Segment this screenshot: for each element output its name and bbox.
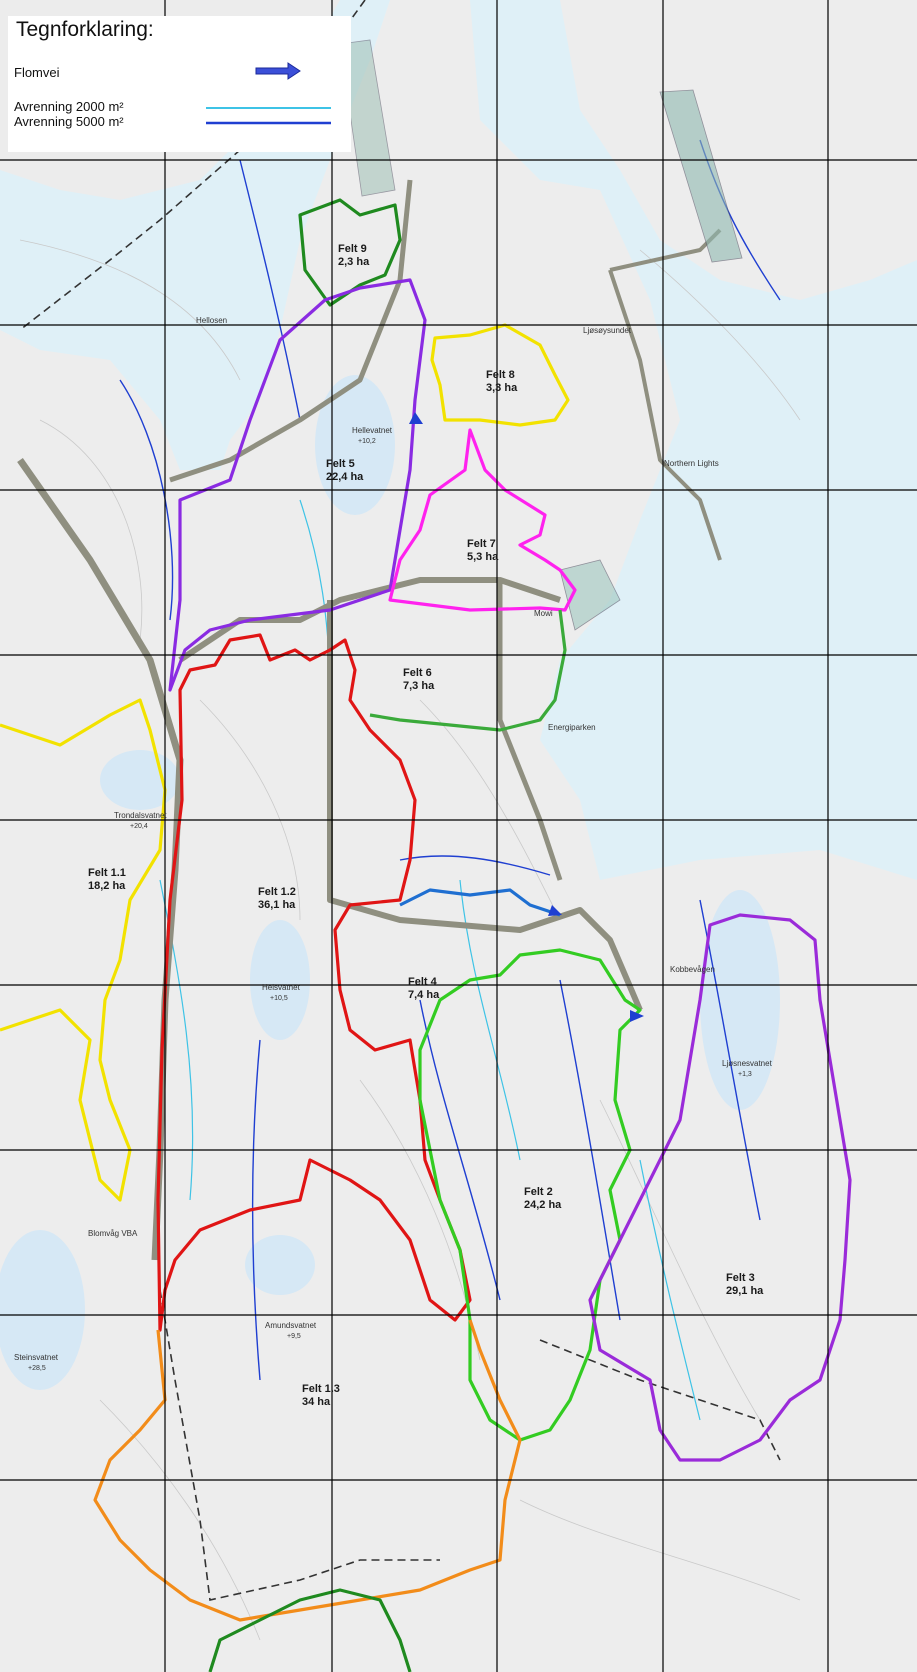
field-area-felt-8: 3,3 ha xyxy=(486,382,518,394)
legend-label-avrenning-2000: Avrenning 2000 m² xyxy=(14,99,124,114)
field-label-felt-1-2: Felt 1.2 xyxy=(258,886,296,898)
field-label-felt-4: Felt 4 xyxy=(408,976,438,988)
place-labels: Hellosen Ljøsøysundet Hellevatnet +10,2 … xyxy=(14,316,773,1372)
place-steinsvatnet: Steinsvatnet xyxy=(14,1353,59,1362)
lake-trondalsvatnet xyxy=(100,750,180,810)
felt-bottom-green-boundary xyxy=(208,1588,412,1672)
field-label-felt-3: Felt 3 xyxy=(726,1272,755,1284)
place-northern-lights: Northern Lights xyxy=(664,459,719,468)
felt-9-boundary xyxy=(298,198,402,307)
place-ljoseysundet: Ljøsøysundet xyxy=(583,326,632,335)
field-area-felt-2: 24,2 ha xyxy=(524,1199,562,1211)
field-area-felt-9: 2,3 ha xyxy=(338,256,370,268)
field-label-felt-5: Felt 5 xyxy=(326,458,355,470)
elev-hellevatnet: +10,2 xyxy=(358,438,376,445)
place-helsvatnet: Helsvatnet xyxy=(262,983,301,992)
field-area-felt-7: 5,3 ha xyxy=(467,551,499,563)
field-area-felt-3: 29,1 ha xyxy=(726,1285,764,1297)
felt-4-boundary xyxy=(399,888,561,917)
place-mowi: Mowi xyxy=(534,609,553,618)
lake-steinsvatnet xyxy=(0,1230,85,1390)
lake-ljosnesvatnet xyxy=(700,890,780,1110)
place-trondalsvatnet: Trondalsvatnet xyxy=(114,811,167,820)
felt-1-1-boundary xyxy=(0,698,167,1202)
place-ljosnesvatnet: Ljøsnesvatnet xyxy=(722,1059,773,1068)
field-label-felt-1-1: Felt 1.1 xyxy=(88,867,126,879)
field-area-felt-1-2: 36,1 ha xyxy=(258,899,296,911)
place-hellevatnet: Hellevatnet xyxy=(352,426,393,435)
field-area-felt-6: 7,3 ha xyxy=(403,680,435,692)
light-blue-line xyxy=(206,107,331,109)
elev-helsvatnet: +10,5 xyxy=(270,995,288,1002)
felt-1-3-boundary xyxy=(93,1319,522,1622)
field-label-felt-2: Felt 2 xyxy=(524,1186,553,1198)
map-legend: Tegnforklaring: Flomvei Avrenning 2000 m… xyxy=(8,16,351,152)
quay-area-north xyxy=(659,89,743,263)
field-area-felt-1-1: 18,2 ha xyxy=(88,880,126,892)
field-label-felt-9: Felt 9 xyxy=(338,243,367,255)
lake-helsvatnet xyxy=(250,920,310,1040)
flood-path-markers xyxy=(409,412,644,1022)
felt-3-boundary xyxy=(588,913,852,1462)
legend-title: Tegnforklaring: xyxy=(16,18,154,41)
place-blomvag-vba: Blomvåg VBA xyxy=(88,1229,138,1238)
field-area-felt-4: 7,4 ha xyxy=(408,989,440,1001)
place-amundsvatnet: Amundsvatnet xyxy=(265,1321,317,1330)
field-area-felt-5: 22,4 ha xyxy=(326,471,364,483)
dark-blue-line xyxy=(206,121,331,125)
place-hellosen: Hellosen xyxy=(196,316,227,325)
elev-trondalsvatnet: +20,4 xyxy=(130,823,148,830)
field-label-felt-1-3: Felt 1.3 xyxy=(302,1383,340,1395)
elev-ljosnesvatnet: +1,3 xyxy=(738,1071,752,1078)
felt-5-boundary xyxy=(168,278,427,692)
catchment-boundaries xyxy=(0,198,852,1672)
lake-amundsvatnet xyxy=(245,1235,315,1295)
legend-label-flomvei: Flomvei xyxy=(14,65,60,80)
blue-arrow-icon xyxy=(255,62,301,80)
elev-steinsvatnet: +28,5 xyxy=(28,1365,46,1372)
place-energiparken: Energiparken xyxy=(548,723,596,732)
place-kobbevagen: Kobbevågen xyxy=(670,965,715,974)
field-label-felt-8: Felt 8 xyxy=(486,369,515,381)
felt-1-2-boundary xyxy=(156,633,472,1332)
felt-6-boundary xyxy=(369,609,567,732)
field-area-felt-1-3: 34 ha xyxy=(302,1396,331,1408)
field-label-felt-6: Felt 6 xyxy=(403,667,432,679)
elev-amundsvatnet: +9,5 xyxy=(287,1333,301,1340)
felt-7-boundary xyxy=(388,428,577,612)
lake-hellevatnet xyxy=(315,375,395,515)
field-label-felt-7: Felt 7 xyxy=(467,538,496,550)
legend-label-avrenning-5000: Avrenning 5000 m² xyxy=(14,114,124,129)
catchment-labels: Felt 9 2,3 ha Felt 8 3,3 ha Felt 5 22,4 … xyxy=(88,243,764,1408)
quay-area-mowi xyxy=(559,559,621,631)
quay-area-west xyxy=(339,39,396,197)
